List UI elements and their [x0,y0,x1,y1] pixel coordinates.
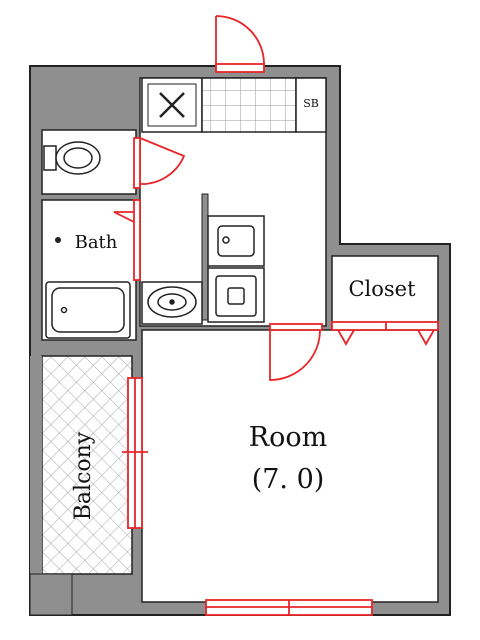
sb-label: SB [303,97,319,110]
room-label: Room [249,422,327,453]
room-size-label: (7. 0) [252,464,325,495]
balcony-corner [29,573,73,616]
washbasin-icon [141,281,203,325]
faucet-icon [55,237,61,243]
room-door [269,323,323,381]
balcony-wall [30,356,42,574]
bathtub-icon [45,281,131,339]
stove-icon [141,77,203,133]
closet-door [331,321,439,346]
balcony [41,355,133,575]
kitchen-counter [201,77,297,133]
closet [331,255,439,325]
balcony-label: Balcony [71,431,96,520]
closet-label: Closet [348,277,416,301]
bath-label: Bath [75,232,118,253]
toilet-icon [43,141,101,175]
toilet-door [133,137,186,189]
sink-icon [207,215,265,267]
room-window [205,599,373,616]
shoebox-cabinet: SB [295,77,327,133]
partition-wall [201,193,209,321]
balcony-window [122,377,148,529]
washer-icon [207,267,265,323]
bath-door [113,199,141,281]
room-interiors [41,77,439,603]
entrance-door [215,15,265,73]
